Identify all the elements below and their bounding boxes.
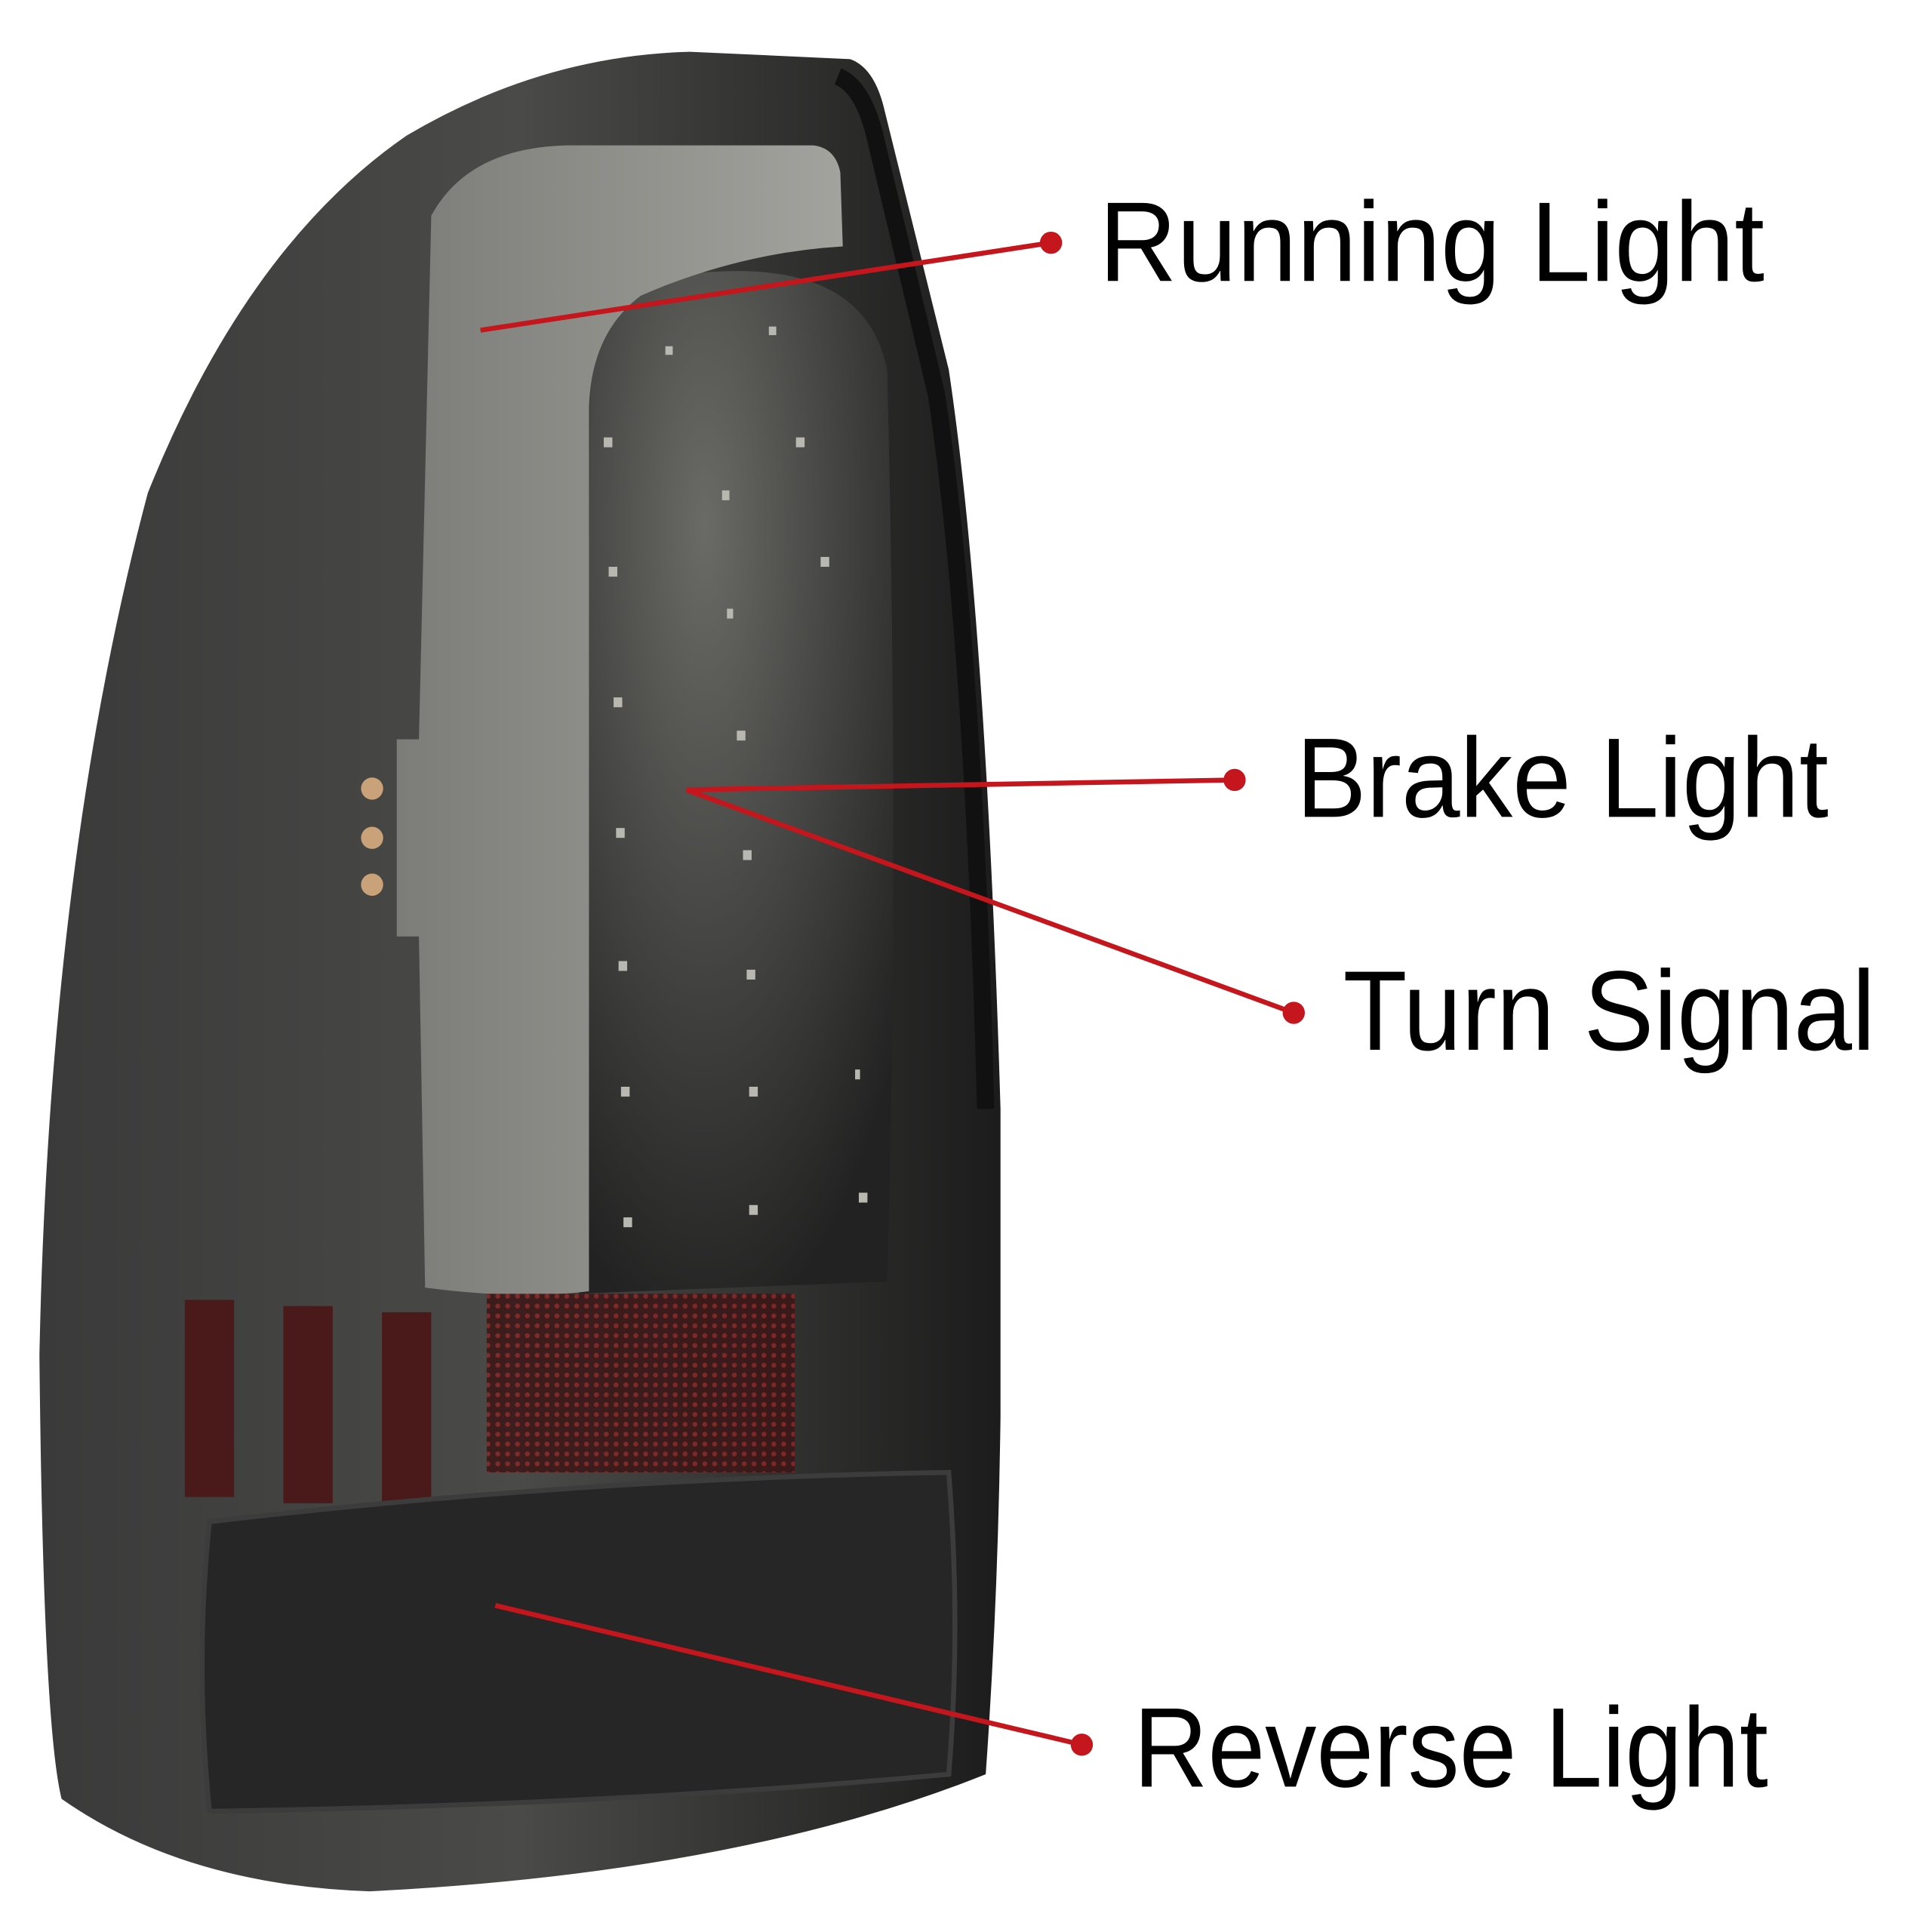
callout-dot: [1223, 768, 1246, 792]
label-reverse-light: Reverse Light: [1134, 1684, 1768, 1810]
label-brake-light: Brake Light: [1297, 714, 1829, 841]
callout-dot: [1282, 1001, 1305, 1024]
led-dots: [604, 326, 868, 1228]
label-turn-signal: Turn Signal: [1343, 947, 1875, 1074]
reverse-light-panel: [199, 1469, 958, 1814]
red-lens: [184, 1294, 795, 1509]
label-running-light: Running Light: [1099, 178, 1764, 305]
callout-running-light: Running Light: [480, 178, 1764, 333]
callout-turn-signal: Turn Signal: [685, 787, 1875, 1074]
running-light-bar: [396, 145, 843, 1295]
running-light-leds: [361, 777, 383, 896]
callout-dot: [1039, 231, 1063, 254]
callout-brake-light: Brake Light: [686, 714, 1829, 841]
callout-dot: [1070, 1734, 1094, 1756]
callout-reverse-light: Reverse Light: [494, 1603, 1768, 1810]
brake-turn-led-panel: [579, 271, 894, 1294]
